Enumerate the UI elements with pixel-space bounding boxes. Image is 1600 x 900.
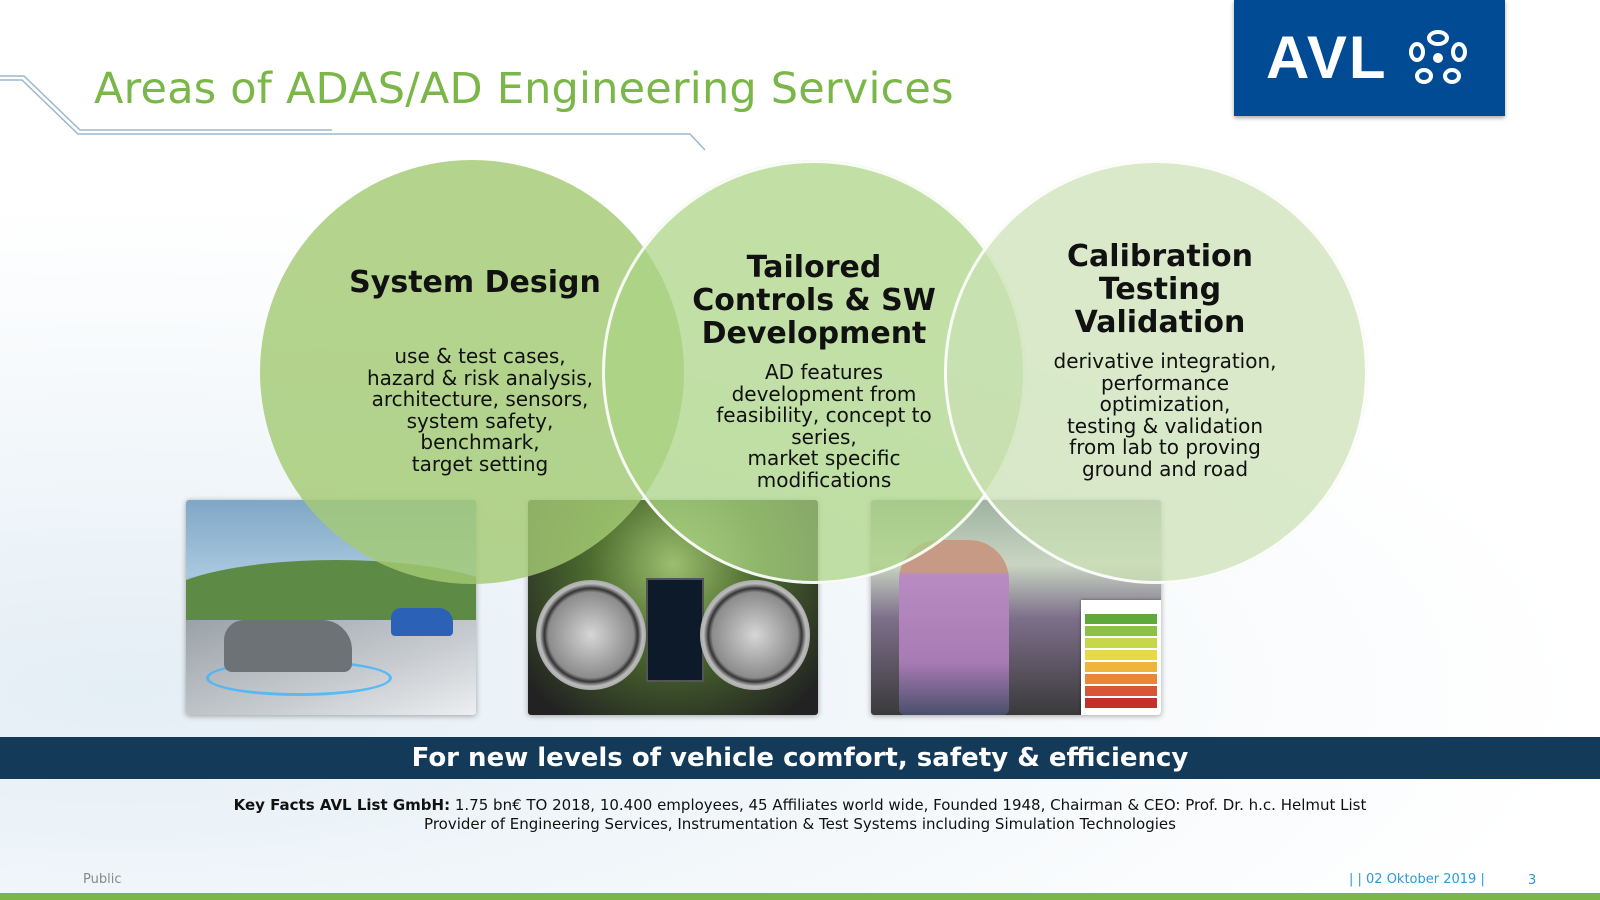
circle3-line: optimization, bbox=[1099, 392, 1231, 416]
circle3-title-line: Testing bbox=[1098, 272, 1222, 307]
classification-label: Public bbox=[83, 872, 122, 887]
circle2-title-line: Controls & SW bbox=[692, 283, 936, 318]
circle-calibration bbox=[944, 160, 1368, 584]
circle2-line: modifications bbox=[756, 467, 892, 492]
circle3-line: performance bbox=[1100, 370, 1230, 395]
key-facts: Key Facts AVL List GmbH: 1.75 bn€ TO 201… bbox=[0, 796, 1600, 834]
circle2-line: AD features bbox=[764, 360, 884, 384]
tagline-banner: For new levels of vehicle comfort, safet… bbox=[0, 737, 1600, 779]
comfort-rating-card bbox=[1081, 600, 1161, 715]
circle1-line: benchmark, bbox=[420, 430, 540, 454]
key-facts-line2: Provider of Engineering Services, Instru… bbox=[424, 815, 1176, 833]
circle2-title-line: Development bbox=[701, 316, 927, 351]
footer-date: | | 02 Oktober 2019 | bbox=[1349, 872, 1485, 887]
circle1-line: hazard & risk analysis, bbox=[366, 365, 594, 390]
circle2-line: market specific bbox=[747, 446, 901, 470]
circle3-line: derivative integration, bbox=[1053, 349, 1277, 373]
bottom-accent-bar bbox=[0, 893, 1600, 900]
circle1-line: architecture, sensors, bbox=[371, 387, 589, 411]
car-blue bbox=[391, 608, 453, 636]
key-facts-line1: Key Facts AVL List GmbH: 1.75 bn€ TO 201… bbox=[0, 796, 1600, 815]
speedometer-gauge bbox=[536, 580, 646, 690]
car-grey bbox=[224, 620, 352, 672]
avl-logo: AVL bbox=[1234, 0, 1505, 116]
circle1-line: system safety, bbox=[406, 408, 554, 433]
slide-title: Areas of ADAS/AD Engineering Services bbox=[94, 64, 954, 114]
circle3-title-line: Calibration bbox=[1067, 239, 1253, 274]
circle1-body: use & test cases, hazard & risk analysis… bbox=[340, 344, 620, 476]
logo-wordmark: AVL bbox=[1266, 24, 1388, 91]
circle2-title: Tailored Controls & SW Development bbox=[664, 251, 964, 350]
driver-figure bbox=[899, 540, 1009, 715]
circle1-line: target setting bbox=[411, 451, 549, 476]
circle3-title-line: Validation bbox=[1074, 305, 1246, 340]
circle3-line: testing & validation bbox=[1066, 413, 1264, 438]
key-facts-text: 1.75 bn€ TO 2018, 10.400 employees, 45 A… bbox=[454, 796, 1367, 814]
title-decoration-lines bbox=[0, 75, 706, 151]
page-number: 3 bbox=[1528, 873, 1537, 888]
circle3-body: derivative integration, performance opti… bbox=[1025, 349, 1305, 481]
center-display bbox=[646, 578, 704, 682]
circle1-title: System Design bbox=[349, 265, 601, 300]
key-facts-label: Key Facts AVL List GmbH: bbox=[233, 796, 451, 814]
circle2-title-line: Tailored bbox=[746, 250, 882, 285]
circle2-body: AD features development from feasibility… bbox=[684, 360, 964, 492]
circle2-line: series, bbox=[791, 424, 857, 449]
circle1-line: use & test cases, bbox=[394, 344, 566, 368]
circle3-line: from lab to proving bbox=[1069, 435, 1261, 459]
circle2-line: feasibility, concept to bbox=[716, 403, 932, 427]
circle3-line: ground and road bbox=[1081, 456, 1249, 481]
circle3-title: Calibration Testing Validation bbox=[1010, 240, 1310, 339]
circle2-line: development from bbox=[731, 381, 917, 406]
tachometer-gauge bbox=[700, 580, 810, 690]
avl-flower-icon bbox=[1409, 30, 1467, 84]
